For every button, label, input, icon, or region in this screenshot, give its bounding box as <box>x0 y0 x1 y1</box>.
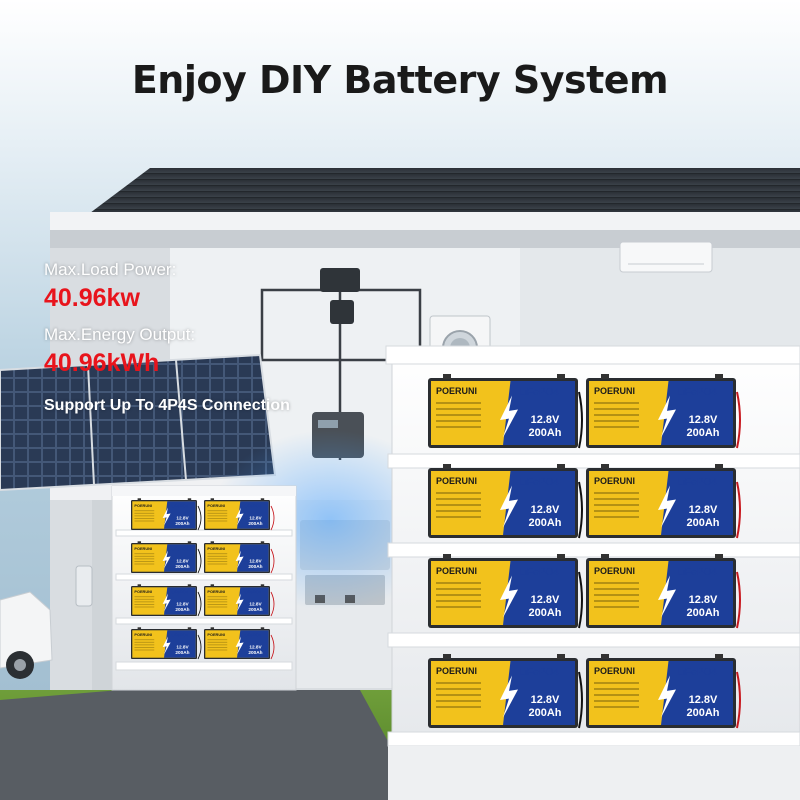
battery-voltage: 12.8V <box>689 504 718 516</box>
battery-brand: POERUNI <box>134 633 152 637</box>
battery-brand: POERUNI <box>436 666 477 676</box>
battery-capacity: 200Ah <box>175 607 189 612</box>
battery-voltage: 12.8V <box>689 594 718 606</box>
battery-voltage: 12.8V <box>531 694 560 706</box>
battery-voltage: 12.8V <box>176 515 189 520</box>
battery-chemistry: LiFePO4 <box>519 387 559 398</box>
battery-capacity: 200Ah <box>528 517 561 529</box>
battery-brand: POERUNI <box>207 504 225 508</box>
connection-note: Support Up To 4P4S Connection <box>44 397 290 414</box>
energy-output-value: 40.96kWh <box>44 349 160 377</box>
load-power-label: Max.Load Power: <box>44 260 177 279</box>
battery-chemistry: LiFePO4 <box>244 632 261 637</box>
battery-voltage: 12.8V <box>176 644 189 649</box>
car-icon <box>0 591 53 679</box>
battery-capacity: 200Ah <box>175 564 189 569</box>
battery-voltage: 12.8V <box>689 694 718 706</box>
battery-capacity: 200Ah <box>248 521 262 526</box>
battery-capacity: 200Ah <box>528 707 561 719</box>
battery-brand: POERUNI <box>594 386 635 396</box>
battery-chemistry: LiFePO4 <box>677 667 717 678</box>
battery-capacity: 200Ah <box>528 427 561 439</box>
battery-chemistry: LiFePO4 <box>171 589 188 594</box>
battery-voltage: 12.8V <box>531 594 560 606</box>
battery-brand: POERUNI <box>594 566 635 576</box>
battery-voltage: 12.8V <box>249 558 262 563</box>
battery-voltage: 12.8V <box>176 601 189 606</box>
battery-chemistry: LiFePO4 <box>677 567 717 578</box>
battery-chemistry: LiFePO4 <box>519 667 559 678</box>
battery-chemistry: LiFePO4 <box>171 546 188 551</box>
battery-brand: POERUNI <box>594 666 635 676</box>
battery-capacity: 200Ah <box>686 707 719 719</box>
battery-capacity: 200Ah <box>686 607 719 619</box>
battery-capacity: 200Ah <box>248 564 262 569</box>
battery-voltage: 12.8V <box>176 558 189 563</box>
battery-voltage: 12.8V <box>249 644 262 649</box>
load-power-value: 40.96kw <box>44 284 140 312</box>
battery-capacity: 200Ah <box>175 521 189 526</box>
battery-brand: POERUNI <box>436 566 477 576</box>
battery-brand: POERUNI <box>436 476 477 486</box>
battery-chemistry: LiFePO4 <box>519 567 559 578</box>
battery-capacity: 200Ah <box>248 650 262 655</box>
battery-chemistry: LiFePO4 <box>244 589 261 594</box>
battery-voltage: 12.8V <box>531 414 560 426</box>
battery-voltage: 12.8V <box>249 601 262 606</box>
battery-chemistry: LiFePO4 <box>171 632 188 637</box>
battery-capacity: 200Ah <box>175 650 189 655</box>
battery-chemistry: LiFePO4 <box>244 503 261 508</box>
battery-brand: POERUNI <box>134 547 152 551</box>
battery-brand: POERUNI <box>207 590 225 594</box>
ev-charger-icon <box>75 565 93 607</box>
battery-capacity: 200Ah <box>686 517 719 529</box>
energy-output-label: Max.Energy Output: <box>44 325 196 344</box>
air-conditioner-icon <box>619 241 713 273</box>
battery-brand: POERUNI <box>436 386 477 396</box>
driveway <box>0 690 420 800</box>
battery-chemistry: LiFePO4 <box>519 477 559 488</box>
battery-brand: POERUNI <box>134 504 152 508</box>
battery-chemistry: LiFePO4 <box>677 477 717 488</box>
battery-brand: POERUNI <box>134 590 152 594</box>
page-title: Enjoy DIY Battery System <box>131 58 669 102</box>
battery-voltage: 12.8V <box>689 414 718 426</box>
battery-brand: POERUNI <box>207 547 225 551</box>
battery-voltage: 12.8V <box>249 515 262 520</box>
battery-chemistry: LiFePO4 <box>244 546 261 551</box>
battery-chemistry: LiFePO4 <box>171 503 188 508</box>
battery-capacity: 200Ah <box>528 607 561 619</box>
battery-capacity: 200Ah <box>248 607 262 612</box>
battery-voltage: 12.8V <box>531 504 560 516</box>
battery-chemistry: LiFePO4 <box>677 387 717 398</box>
battery-brand: POERUNI <box>207 633 225 637</box>
battery-capacity: 200Ah <box>686 427 719 439</box>
battery-brand: POERUNI <box>594 476 635 486</box>
